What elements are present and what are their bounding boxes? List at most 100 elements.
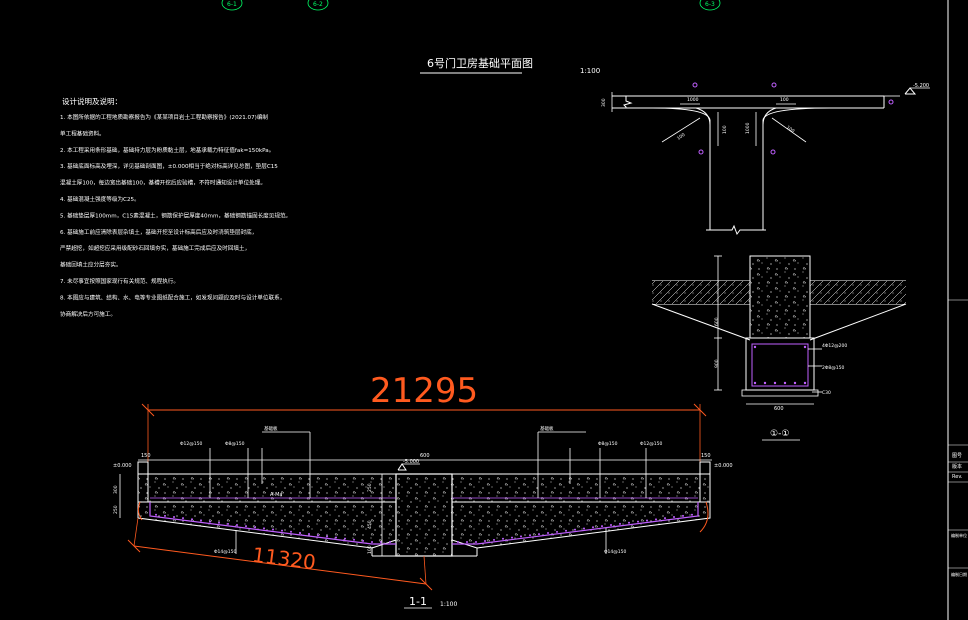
rebar-dot bbox=[380, 541, 382, 543]
rebar-dot bbox=[484, 539, 486, 542]
rebar-dot bbox=[538, 533, 540, 536]
rebar-dot bbox=[182, 517, 184, 520]
detail-a-dim: 600 bbox=[774, 406, 784, 412]
axis-marker-circle bbox=[221, 0, 243, 11]
notes-line: 单工程基础资料。 bbox=[60, 129, 105, 137]
axis-marker-label: 6-2 bbox=[313, 1, 323, 8]
rebar-dot bbox=[610, 524, 612, 527]
top-dim: 150 bbox=[701, 453, 711, 459]
rebar-dot bbox=[565, 529, 567, 532]
rebar-dot bbox=[236, 523, 238, 526]
foundation-plan: -5.200 300 1000 100 100 1000 100 100 bbox=[601, 82, 930, 236]
rebar-dot bbox=[218, 521, 220, 524]
axis-marker-circle bbox=[699, 0, 721, 11]
mid-height: 450 bbox=[367, 520, 373, 529]
pier-elevation: -5.000 bbox=[403, 459, 419, 465]
rebar-dot bbox=[493, 538, 495, 541]
notes-line: 1. 本图所依据的工程地质勘察报告为《某某项目岩土工程勘察报告》(2021.07… bbox=[60, 113, 268, 121]
bar-label-right: Φ8@150 bbox=[598, 441, 618, 447]
axis-marker-circle bbox=[307, 0, 329, 11]
detail-a-dim: 900 bbox=[714, 359, 720, 368]
rebar-dot bbox=[209, 520, 211, 523]
mid-height: 100 bbox=[367, 545, 373, 554]
left-height: 250 bbox=[113, 505, 119, 514]
rebar-dot bbox=[200, 519, 202, 522]
plan-scale: 1:100 bbox=[580, 67, 600, 75]
rebar-dot bbox=[362, 539, 364, 542]
plan-title: 6号门卫房基础平面图 bbox=[427, 56, 533, 70]
axis-marker-label: 6-3 bbox=[705, 1, 715, 8]
plan-title-group: 6号门卫房基础平面图 1:100 bbox=[420, 56, 600, 75]
overall-dimension: 21295 bbox=[370, 371, 478, 411]
rebar-dot bbox=[547, 532, 549, 535]
plan-dim: 100 bbox=[785, 125, 796, 135]
notes-line: 3. 基础底面标高及埋深，详见基础剖面图，±0.000相当于绝对标高详见总图，垫… bbox=[60, 162, 278, 170]
bottom-bar-left: Φ14@150 bbox=[214, 549, 236, 555]
notes-line: 4. 基础混凝土强度等级为C25。 bbox=[60, 195, 140, 203]
detail-section-a: 600 900 600 4Φ12@200 2Φ8@150 C30 ①-① bbox=[651, 255, 907, 441]
rebar-dot bbox=[529, 534, 531, 537]
rebar-dot bbox=[317, 534, 319, 537]
rebar-dot bbox=[619, 522, 621, 525]
title-block-row: 版本 bbox=[952, 463, 962, 470]
plan-dim: 100 bbox=[722, 125, 728, 134]
rebar-dot bbox=[574, 528, 576, 531]
left-height: 300 bbox=[113, 485, 119, 494]
rebar-dot bbox=[335, 536, 337, 539]
bottom-bar-right: Φ14@150 bbox=[604, 549, 626, 555]
rebar-dot bbox=[173, 516, 175, 519]
notes-line: 5. 基础垫层厚100mm，C15素混凝土，钢筋保护层厚度40mm，基础钢筋锚固… bbox=[60, 211, 291, 219]
rebar-dot bbox=[263, 527, 265, 530]
section-1-1: 21295 150 600 150 ±0.000 ±0.000 bbox=[113, 371, 733, 609]
bar-label-left: Φ8@150 bbox=[225, 441, 245, 447]
elevation-right: ±0.000 bbox=[714, 463, 733, 469]
section-scale: 1:100 bbox=[440, 601, 457, 608]
title-block: 图号 版本 Rev. 编制单位 编制日期 bbox=[947, 0, 968, 620]
rebar-dot bbox=[155, 513, 157, 516]
plan-elevation: -5.200 bbox=[913, 83, 929, 89]
section-title: 1-1 bbox=[409, 595, 427, 608]
bar-label-left: Φ12@150 bbox=[180, 441, 202, 447]
notes-line: 协商解决后方可施工。 bbox=[60, 310, 116, 318]
elevation-left: ±0.000 bbox=[113, 463, 132, 469]
rebar-dot bbox=[637, 520, 639, 523]
rebar-dot bbox=[520, 535, 522, 538]
detail-a-dim: 600 bbox=[714, 317, 720, 326]
plan-dim: 1000 bbox=[687, 97, 699, 103]
rebar-dot bbox=[646, 519, 648, 522]
rebar-dot bbox=[299, 531, 301, 534]
rebar-dot bbox=[466, 541, 468, 543]
detail-a-rebar: 4Φ12@200 bbox=[822, 343, 847, 349]
detail-a-title: ①-① bbox=[770, 429, 789, 439]
notes-line: 6. 基础施工前应清除表层杂填土，基础开挖至设计标高后应及时浇筑垫层封底， bbox=[60, 228, 257, 236]
rebar-dot bbox=[475, 541, 477, 543]
rebar-dot bbox=[227, 522, 229, 525]
notes-line: 2. 本工程采用条形基础，基础持力层为粉质黏土层，地基承载力特征值fak=150… bbox=[60, 146, 274, 154]
plan-dim: 1000 bbox=[745, 122, 751, 134]
notes-line: 混凝土厚100，每边宽出基础100，基槽开挖后应验槽，不符时通知设计单位处理。 bbox=[60, 179, 266, 187]
design-notes: 设计说明及说明： 1. 本图所依据的工程地质勘察报告为《某某项目岩土工程勘察报告… bbox=[60, 96, 291, 318]
rebar-dot bbox=[673, 516, 675, 519]
rebar-dot bbox=[290, 530, 292, 533]
rebar-dot bbox=[511, 536, 513, 539]
notes-heading: 设计说明及说明： bbox=[62, 96, 122, 106]
notes-line: 8. 本图应与建筑、结构、水、电等专业图纸配合施工，如发现问题应及时与设计单位联… bbox=[60, 293, 285, 301]
rebar-dot bbox=[326, 535, 328, 538]
axis-markers: 6-1 6-2 6-3 bbox=[221, 0, 721, 11]
detail-a-rebar: C30 bbox=[822, 390, 831, 396]
plan-dim: 300 bbox=[601, 98, 607, 107]
rebar-dot bbox=[691, 513, 693, 516]
rebar-dot bbox=[272, 528, 274, 531]
top-dim: 150 bbox=[141, 453, 151, 459]
rebar-dot bbox=[601, 525, 603, 528]
notes-line: 严禁超挖，如超挖应采用级配砂石回填夯实，基础施工完成后应及时回填土， bbox=[60, 244, 250, 252]
rebar-dot bbox=[389, 541, 391, 543]
rebar-dot bbox=[308, 533, 310, 536]
rebar-dot bbox=[655, 518, 657, 521]
rebar-dot bbox=[664, 517, 666, 520]
rebar-dot bbox=[245, 525, 247, 528]
bar-label-right: Φ12@150 bbox=[640, 441, 662, 447]
rebar-dot bbox=[556, 530, 558, 533]
top-dim: 600 bbox=[420, 453, 430, 459]
